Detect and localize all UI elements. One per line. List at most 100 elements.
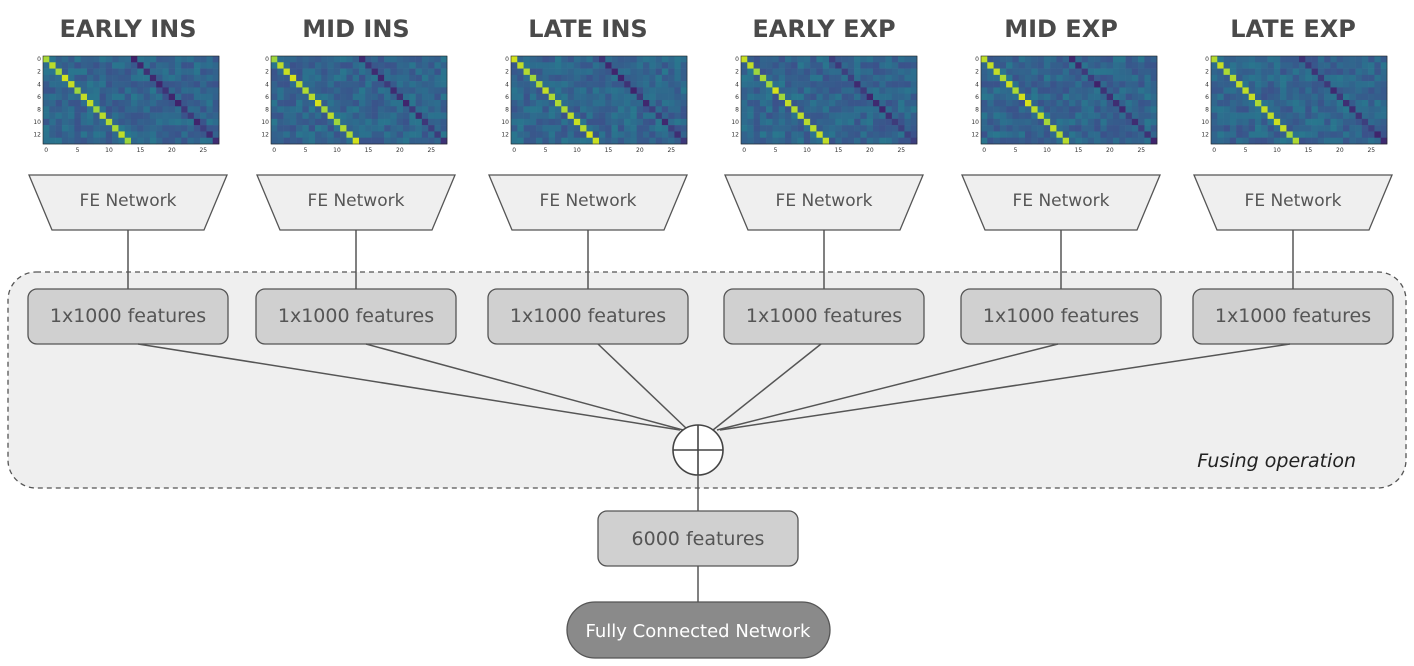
fe-network-block: FE Network (961, 174, 1161, 231)
heatmap-y-tick: 2 (1205, 69, 1209, 76)
heatmap-x-tick: 5 (774, 147, 778, 154)
heatmap-x-tick: 20 (636, 147, 644, 154)
heatmap-x-tick: 25 (667, 147, 675, 154)
heatmap-y-tick: 4 (505, 81, 509, 88)
column-title: LATE EXP (1230, 15, 1356, 43)
fully-connected-network-box: Fully Connected Network (566, 601, 831, 659)
features-box: 1x1000 features (960, 288, 1162, 345)
fusion-connectors (137, 343, 1291, 431)
heatmap-y-tick: 12 (731, 132, 739, 139)
heatmap-x-tick: 15 (137, 147, 145, 154)
heatmap-x-tick: 25 (199, 147, 207, 154)
heatmap-y-tick: 4 (1205, 81, 1209, 88)
heatmap-y-tick: 10 (261, 119, 269, 126)
heatmap-y-tick: 12 (261, 132, 269, 139)
column-title: LATE INS (528, 15, 647, 43)
heatmap-y-tick: 10 (501, 119, 509, 126)
heatmap-x-tick: 0 (1212, 147, 1216, 154)
heatmap-y-tick: 4 (37, 81, 41, 88)
heatmap-x-tick: 25 (427, 147, 435, 154)
column-title: EARLY EXP (752, 15, 895, 43)
heatmap-x-tick: 0 (742, 147, 746, 154)
heatmap-y-tick: 4 (975, 81, 979, 88)
heatmap-x-tick: 5 (544, 147, 548, 154)
heatmap-y-tick: 8 (1205, 106, 1209, 113)
heatmap-x-tick: 5 (76, 147, 80, 154)
heatmap-x-tick: 25 (1367, 147, 1375, 154)
connector-features-to-fusion (719, 343, 1291, 431)
heatmap-y-tick: 10 (33, 119, 41, 126)
heatmap-y-tick: 12 (33, 132, 41, 139)
features-label: 1x1000 features (510, 305, 666, 327)
fe-network-label: FE Network (1013, 191, 1110, 211)
heatmap-x-tick: 20 (1106, 147, 1114, 154)
fe-network-label: FE Network (308, 191, 405, 211)
heatmap-x-tick: 0 (44, 147, 48, 154)
features-label: 1x1000 features (746, 305, 902, 327)
heatmap-x-tick: 0 (272, 147, 276, 154)
heatmap-y-tick: 2 (265, 69, 269, 76)
heatmap-y-tick: 8 (735, 106, 739, 113)
fe-network-block: FE Network (28, 174, 228, 231)
heatmap-y-tick: 6 (975, 94, 979, 101)
circle-plus-icon (672, 424, 724, 476)
column-title: MID INS (302, 15, 409, 43)
features-label: 1x1000 features (50, 305, 206, 327)
heatmap-x-tick: 20 (866, 147, 874, 154)
fe-network-label: FE Network (540, 191, 637, 211)
heatmap-y-tick: 2 (975, 69, 979, 76)
heatmap-y-tick: 6 (505, 94, 509, 101)
heatmap-y-tick: 12 (1201, 132, 1209, 139)
heatmap-y-tick: 6 (1205, 94, 1209, 101)
features-box: 1x1000 features (27, 288, 229, 345)
fe-network-block: FE Network (724, 174, 924, 231)
heatmap-x-tick: 20 (168, 147, 176, 154)
features-box: 1x1000 features (255, 288, 457, 345)
fe-network-label: FE Network (1245, 191, 1342, 211)
connector-features-to-fusion (716, 343, 1059, 431)
heatmap-x-tick: 15 (1075, 147, 1083, 154)
heatmap-y-tick: 8 (505, 106, 509, 113)
heatmap-x-tick: 10 (1273, 147, 1281, 154)
column-title: EARLY INS (59, 15, 196, 43)
features-label: 1x1000 features (278, 305, 434, 327)
heatmap-y-tick: 0 (1205, 56, 1209, 63)
connector-features-to-fusion (137, 343, 681, 431)
heatmap-y-tick: 12 (971, 132, 979, 139)
heatmap-x-tick: 25 (897, 147, 905, 154)
features-box: 1x1000 features (723, 288, 925, 345)
features-label: 1x1000 features (1215, 305, 1371, 327)
heatmap-x-tick: 0 (512, 147, 516, 154)
heatmap-y-tick: 0 (735, 56, 739, 63)
heatmap-y-tick: 0 (37, 56, 41, 63)
heatmap-y-tick: 8 (265, 106, 269, 113)
heatmap-y-tick: 6 (265, 94, 269, 101)
fe-network-label: FE Network (80, 191, 177, 211)
heatmap-x-tick: 15 (835, 147, 843, 154)
heatmap-x-tick: 15 (365, 147, 373, 154)
heatmap-y-tick: 12 (501, 132, 509, 139)
fe-network-block: FE Network (488, 174, 688, 231)
heatmap-y-tick: 6 (37, 94, 41, 101)
connector-features-to-fusion (712, 343, 822, 431)
heatmap-y-tick: 2 (735, 69, 739, 76)
heatmap-y-tick: 0 (505, 56, 509, 63)
heatmap-y-tick: 4 (735, 81, 739, 88)
heatmap-x-tick: 0 (982, 147, 986, 154)
heatmap-y-tick: 8 (975, 106, 979, 113)
heatmap-x-tick: 15 (1305, 147, 1313, 154)
combined-features-box: 6000 features (597, 510, 799, 567)
features-box: 1x1000 features (1192, 288, 1394, 345)
heatmap-x-tick: 10 (803, 147, 811, 154)
